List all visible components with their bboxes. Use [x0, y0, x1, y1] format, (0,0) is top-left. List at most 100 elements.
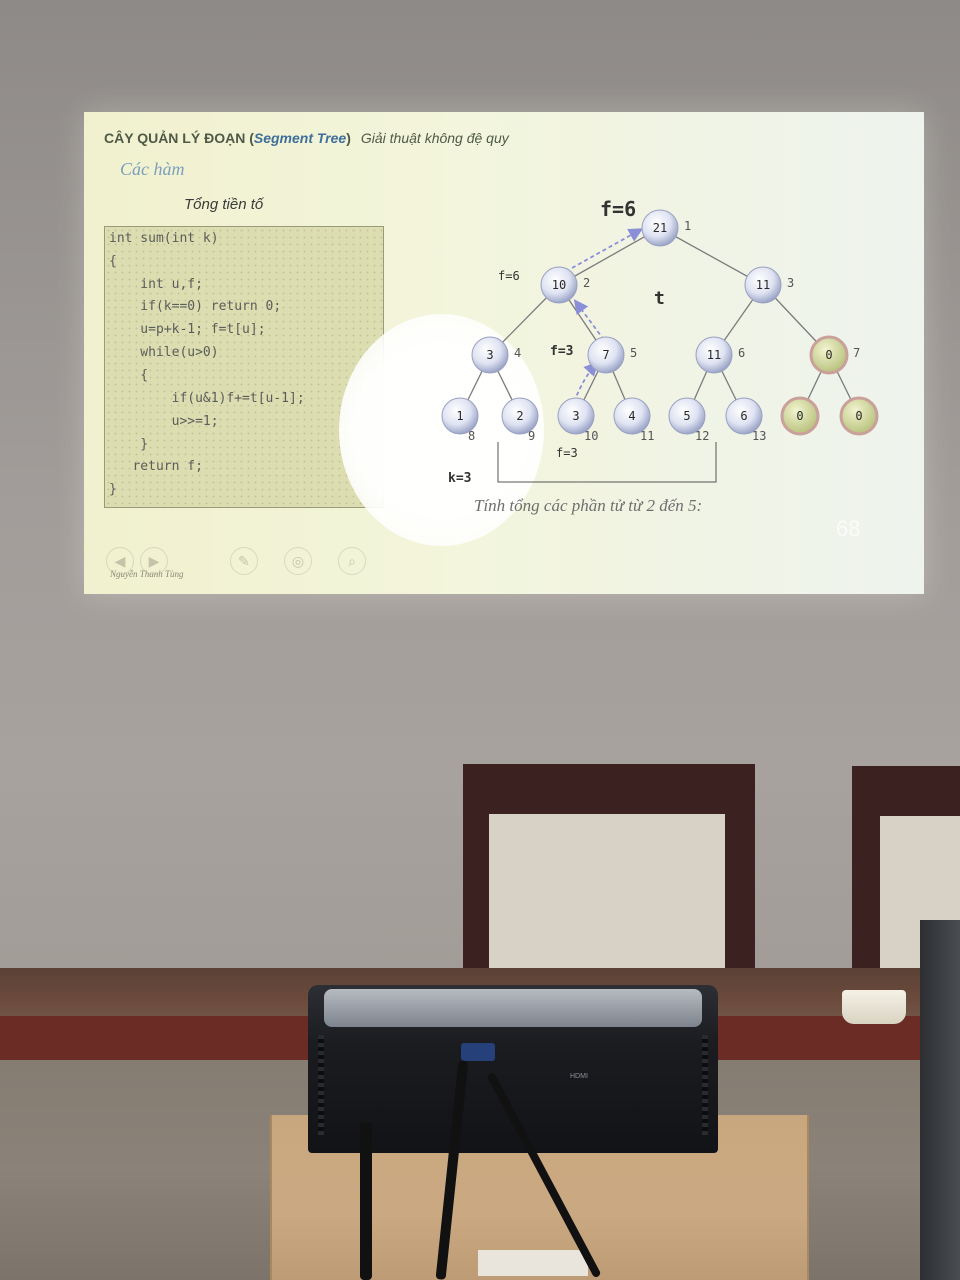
array-name-label: t [654, 288, 665, 309]
tree-node: 4 11 [613, 397, 654, 443]
tree-node-value: 3 [572, 409, 579, 423]
tree-node-circle [839, 396, 879, 436]
code-line: { [109, 368, 149, 383]
hdmi-port-label: HDMI [570, 1073, 588, 1080]
title-emphasis: Segment Tree [253, 130, 347, 146]
tree-node-index: 12 [695, 429, 709, 443]
cup [842, 990, 906, 1024]
tree-node-circle [471, 336, 509, 374]
annotation-label: k=3 [448, 471, 471, 486]
tree-node-index: 9 [528, 429, 535, 443]
path-arrow [573, 299, 605, 341]
title-suffix: ) [346, 130, 351, 146]
tree-node: 5 12 [668, 397, 709, 443]
code-line: if(u&1)f+=t[u-1]; [109, 391, 305, 406]
forward-icon[interactable]: ▶ [140, 547, 168, 575]
tree-node-value: 6 [740, 409, 747, 423]
tree-node-value: 10 [552, 278, 566, 292]
projector-vent [702, 1035, 708, 1135]
slide-caption: Tính tổng các phần tử từ 2 đến 5: [474, 496, 703, 515]
code-block: int sum(int k) { int u,f; if(k==0) retur… [104, 226, 384, 508]
code-line: if(k==0) return 0; [109, 299, 282, 314]
tree-node: 0 [839, 396, 879, 436]
tree-node-index: 5 [630, 346, 637, 360]
code-line: { [109, 254, 117, 269]
code-line: int u,f; [109, 277, 203, 292]
tree-node: 18 [441, 397, 479, 443]
projector-top [324, 989, 702, 1027]
tree-edge [558, 227, 661, 286]
tree-node-value: 11 [707, 348, 721, 362]
tree-node-index: 2 [583, 276, 590, 290]
tree-node-circle [641, 209, 679, 247]
tree-node-circle [540, 266, 578, 304]
tree-node-value: 4 [628, 409, 635, 423]
tree-node-index: 10 [584, 429, 598, 443]
slide-subtitle: Giải thuật không đệ quy [360, 130, 509, 146]
tree-node-value: 11 [756, 278, 770, 292]
pen-icon[interactable]: ✎ [230, 547, 258, 575]
title-prefix: CÂY QUẢN LÝ ĐOẠN ( [104, 130, 254, 146]
search-icon[interactable]: ⌕ [338, 547, 366, 575]
annotation-label: f=3 [556, 446, 578, 460]
tree-node-value: 21 [653, 221, 667, 235]
code-caption: Tổng tiền tố [184, 196, 264, 213]
code-line: } [109, 437, 149, 452]
tree-node-value: 1 [456, 409, 463, 423]
code-line: } [109, 482, 117, 497]
tree-node-circle [809, 335, 849, 375]
tree-node-value: 0 [796, 409, 803, 423]
tree-node-circle [557, 397, 595, 435]
vga-port [461, 1043, 495, 1061]
tree-node-index: 3 [787, 276, 794, 290]
tree-node: 21 1 [641, 209, 691, 247]
code-line: while(u>0) [109, 345, 219, 360]
tree-node-index: 1 [684, 219, 691, 233]
tree-node-value: 2 [516, 409, 523, 423]
tree-node: 11 3 [744, 266, 794, 304]
author-footer: Nguyễn Thanh Tùng [110, 569, 184, 579]
tree-node-circle [613, 397, 651, 435]
tree-node-index: 8 [468, 429, 475, 443]
tree-node-value: 0 [855, 409, 862, 423]
annotation-label: f=3 [550, 344, 573, 359]
laptop-edge [920, 920, 960, 1280]
projector-vent [318, 1035, 324, 1135]
tree-node-value: 5 [683, 409, 690, 423]
tree-node-value: 7 [602, 348, 609, 362]
code-line: return f; [109, 459, 203, 474]
projected-slide: CÂY QUẢN LÝ ĐOẠN (Segment Tree) Giải thuậ… [84, 112, 924, 594]
tree-node: 29 [501, 397, 539, 443]
tree-node-index: 7 [853, 346, 860, 360]
zoom-icon[interactable]: ◎ [284, 547, 312, 575]
tree-node-value: 3 [486, 348, 493, 362]
range-bracket [497, 442, 717, 483]
back-icon[interactable]: ◀ [106, 547, 134, 575]
tree-node-circle [695, 336, 733, 374]
tree-node-value: 0 [825, 348, 832, 362]
code-line: u>>=1; [109, 414, 219, 429]
path-arrow [573, 361, 599, 403]
annotation-label: f=6 [498, 269, 520, 283]
tree-node-circle [780, 396, 820, 436]
tree-node-circle [668, 397, 706, 435]
tree-edge [659, 227, 764, 286]
tree-node: 0 [780, 396, 820, 436]
tree-node-index: 11 [640, 429, 654, 443]
tree-node-circle [725, 397, 763, 435]
tree-node-circle [441, 397, 479, 435]
tree-node-circle [587, 336, 625, 374]
page-number: 68 [836, 516, 861, 541]
box-label [478, 1250, 588, 1276]
root-sum-label: f=6 [600, 197, 636, 221]
slide-title: CÂY QUẢN LÝ ĐOẠN (Segment Tree) Giải thuậ… [104, 130, 509, 146]
cable [360, 1122, 372, 1280]
tree-node: 10 2 [540, 266, 590, 304]
section-heading: Các hàm [120, 159, 185, 179]
tree-node-circle [501, 397, 539, 435]
